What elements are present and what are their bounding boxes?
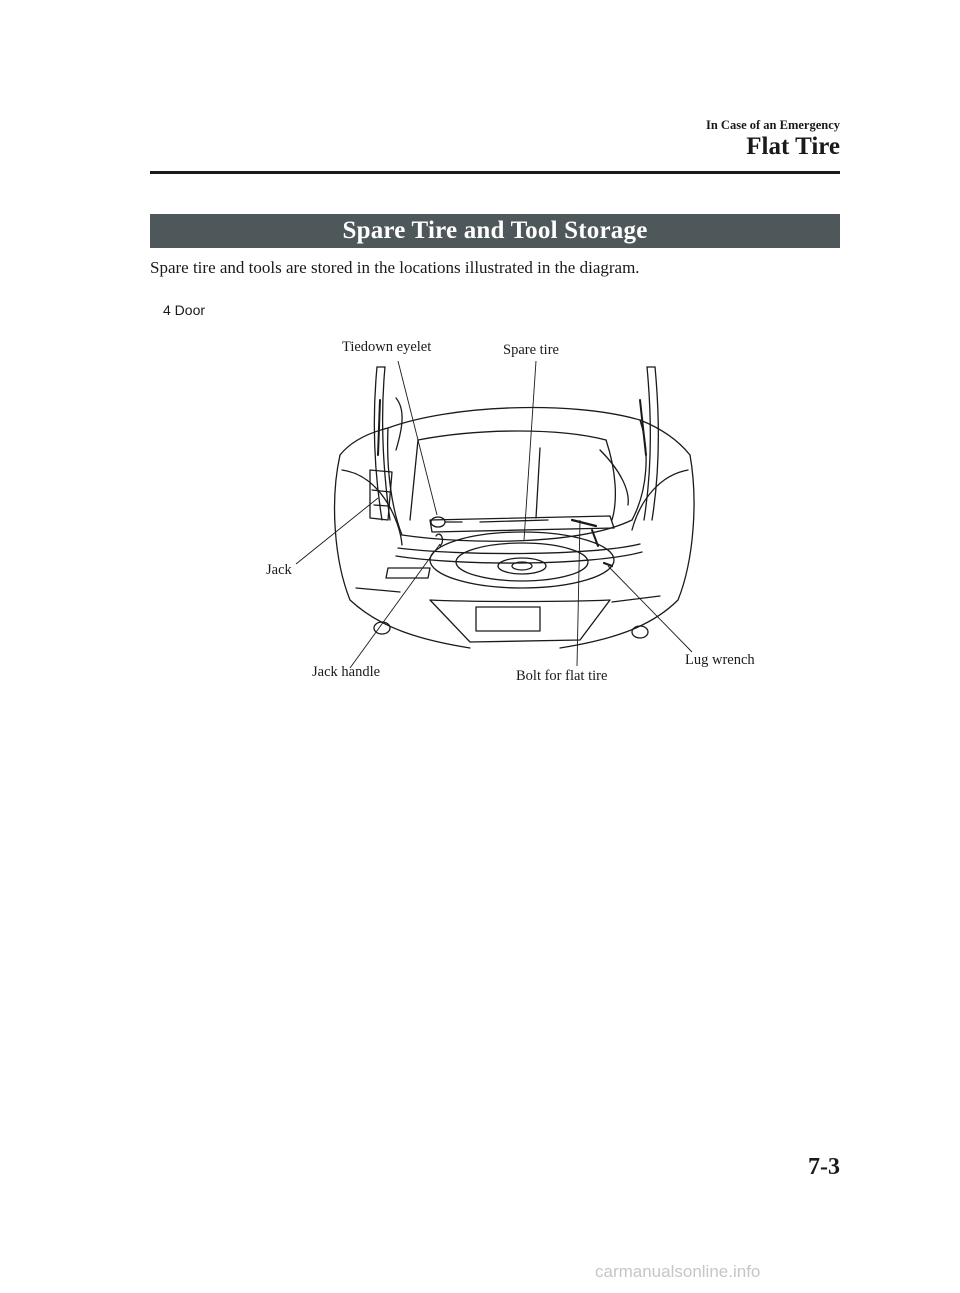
callout-jack-handle: Jack handle	[312, 664, 381, 680]
callout-tiedown-eyelet: Tiedown eyelet	[342, 339, 432, 355]
watermark-link[interactable]: carmanualsonline.info	[595, 1262, 761, 1281]
callout-spare-tire: Spare tire	[503, 342, 559, 358]
variant-label: 4 Door	[163, 302, 206, 318]
section-title: Flat Tire	[746, 133, 840, 160]
page-number: 7-3	[808, 1154, 840, 1180]
chapter-label: In Case of an Emergency	[705, 118, 840, 132]
callout-jack: Jack	[266, 562, 292, 578]
header-divider	[150, 171, 840, 174]
intro-paragraph: Spare tire and tools are stored in the l…	[150, 258, 640, 277]
section-banner: Spare Tire and Tool Storage	[150, 214, 840, 248]
callout-bolt-flat-tire: Bolt for flat tire	[516, 668, 608, 684]
banner-title: Spare Tire and Tool Storage	[342, 217, 648, 244]
callout-lug-wrench: Lug wrench	[685, 652, 755, 668]
